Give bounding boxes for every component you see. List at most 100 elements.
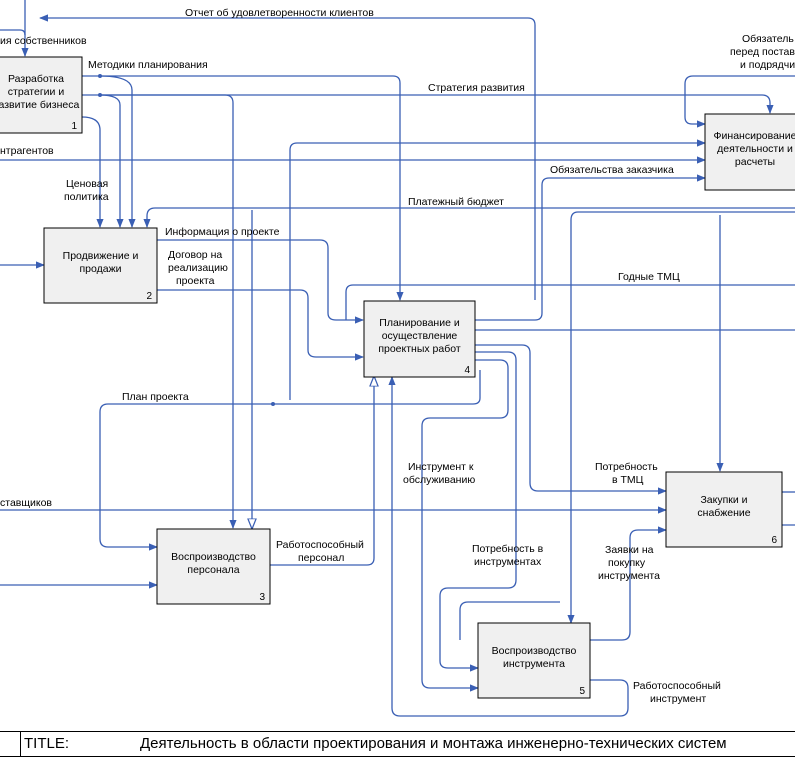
activity-box-frame bbox=[665, 471, 783, 548]
arrow-project-info bbox=[157, 239, 364, 324]
label-staff-2: персонал bbox=[298, 552, 344, 564]
arrow-tool-service bbox=[421, 359, 509, 692]
label-contract-3: проекта bbox=[176, 275, 215, 287]
label-methods: Методики планирования bbox=[88, 59, 208, 71]
arrow-price bbox=[81, 116, 104, 228]
activity-box-label: персонала bbox=[187, 564, 239, 576]
activity-box-label: Воспроизводство bbox=[492, 645, 577, 657]
activity-box-frame bbox=[156, 528, 271, 605]
label-price-1: Ценовая bbox=[66, 178, 108, 190]
label-payment-budget: Платежный бюджет bbox=[408, 196, 504, 208]
label-contract-2: реализацию bbox=[168, 262, 228, 274]
arrow-work-tool bbox=[388, 376, 629, 717]
label-suppliers: ставщиков bbox=[0, 497, 52, 509]
footer-left-cell bbox=[0, 732, 21, 756]
activity-box-number: 6 bbox=[771, 535, 777, 546]
arrow-labels: ия собственников Отчет об удовлетворенно… bbox=[0, 7, 795, 705]
activity-box-frame bbox=[477, 622, 591, 699]
label-work-tool-1: Работоспособный bbox=[633, 680, 721, 692]
arrow-b5-loop bbox=[459, 601, 560, 640]
activity-box-label: снабжение bbox=[697, 507, 750, 519]
label-counterparties: нтрагентов bbox=[0, 145, 54, 157]
activity-box-number: 3 bbox=[259, 592, 265, 603]
label-contract-1: Договор на bbox=[168, 249, 222, 261]
activity-box-number: 4 bbox=[464, 365, 470, 376]
arrow-loop-b4 bbox=[345, 284, 795, 320]
label-customer-obl: Обязательства заказчика bbox=[550, 164, 674, 176]
arrow-orders bbox=[590, 526, 667, 641]
activity-box-number: 1 bbox=[71, 121, 77, 132]
label-tool-service-2: обслуживанию bbox=[403, 474, 475, 486]
activity-box-label: Воспроизводство bbox=[171, 551, 256, 563]
arrow-project-plan bbox=[99, 370, 481, 551]
activity-box-label: деятельности и bbox=[717, 143, 793, 155]
arrow-good-tmc bbox=[567, 211, 795, 624]
label-obligations-3: и подрядчи bbox=[740, 59, 795, 71]
footer-title-key: TITLE: bbox=[24, 735, 70, 752]
arrow-contract bbox=[157, 289, 364, 361]
label-project-info: Информация о проекте bbox=[165, 226, 280, 238]
label-owners: ия собственников bbox=[0, 35, 87, 47]
arrow-fin-ret bbox=[289, 139, 706, 400]
label-orders-3: инструмента bbox=[598, 570, 660, 582]
activity-box-label: осуществление bbox=[382, 330, 458, 342]
arrow-need-tools bbox=[439, 351, 517, 672]
label-project-plan: План проекта bbox=[122, 391, 189, 403]
label-work-tool-2: инструмент bbox=[650, 693, 706, 705]
activity-box-label: Планирование и bbox=[379, 317, 460, 329]
label-need-tools-2: инструментах bbox=[474, 556, 542, 568]
activity-box-label: Закупки и bbox=[700, 494, 747, 506]
label-orders-2: покупку bbox=[608, 557, 646, 569]
label-need-tmc-2: в ТМЦ bbox=[612, 474, 644, 486]
label-obligations-1: Обязатель bbox=[742, 33, 794, 45]
activity-box-frame bbox=[0, 56, 83, 134]
activity-box-frame bbox=[704, 113, 795, 191]
label-need-tools-1: Потребность в bbox=[472, 543, 544, 555]
arrow-obligations bbox=[684, 75, 795, 128]
label-good-tmc: Годные ТМЦ bbox=[618, 271, 680, 283]
activity-box-frame bbox=[363, 300, 476, 378]
arrow-satisfaction bbox=[39, 14, 536, 300]
footer-title-value: Деятельность в области проектирования и … bbox=[140, 735, 727, 752]
arrow-strategy bbox=[82, 94, 774, 114]
junction-dots bbox=[98, 74, 275, 406]
label-staff-1: Работоспособный bbox=[276, 539, 364, 551]
arrow-methods bbox=[82, 75, 404, 301]
activity-box-label: Финансирование bbox=[714, 130, 795, 142]
label-need-tmc-1: Потребность bbox=[595, 461, 658, 473]
activity-box-number: 2 bbox=[146, 291, 152, 302]
activity-box-label: инструмента bbox=[503, 658, 565, 670]
activity-box-label: Разработка bbox=[8, 73, 64, 85]
arrow-payment-budget bbox=[143, 207, 795, 228]
activity-box-label: расчеты bbox=[735, 156, 775, 168]
label-obligations-2: перед постав bbox=[730, 46, 795, 58]
activity-box-label: Продвижение и bbox=[63, 250, 139, 262]
label-tool-service-1: Инструмент к bbox=[408, 461, 474, 473]
label-strategy: Стратегия развития bbox=[428, 82, 525, 94]
arrow-strategy-b3 bbox=[100, 94, 237, 529]
activity-box-label: проектных работ bbox=[378, 343, 461, 355]
activity-box-label: стратегии и bbox=[8, 86, 65, 98]
arrow-customer-obl bbox=[475, 174, 706, 321]
activity-box-label: развитие бизнеса bbox=[0, 99, 79, 111]
arrow-owners-in bbox=[0, 29, 26, 36]
label-price-2: политика bbox=[64, 191, 109, 203]
arrow-need-tmc bbox=[475, 344, 667, 495]
activity-box-label: продажи bbox=[80, 263, 122, 275]
arrow-staff bbox=[270, 377, 374, 566]
arrow-methods-2 bbox=[99, 75, 136, 228]
diagram-footer: TITLE: Деятельность в области проектиров… bbox=[0, 731, 795, 757]
label-orders-1: Заявки на bbox=[605, 544, 654, 556]
label-satisfaction: Отчет об удовлетворенности клиентов bbox=[185, 7, 374, 19]
connector-arrows bbox=[0, 0, 795, 717]
activity-box-number: 5 bbox=[579, 686, 585, 697]
